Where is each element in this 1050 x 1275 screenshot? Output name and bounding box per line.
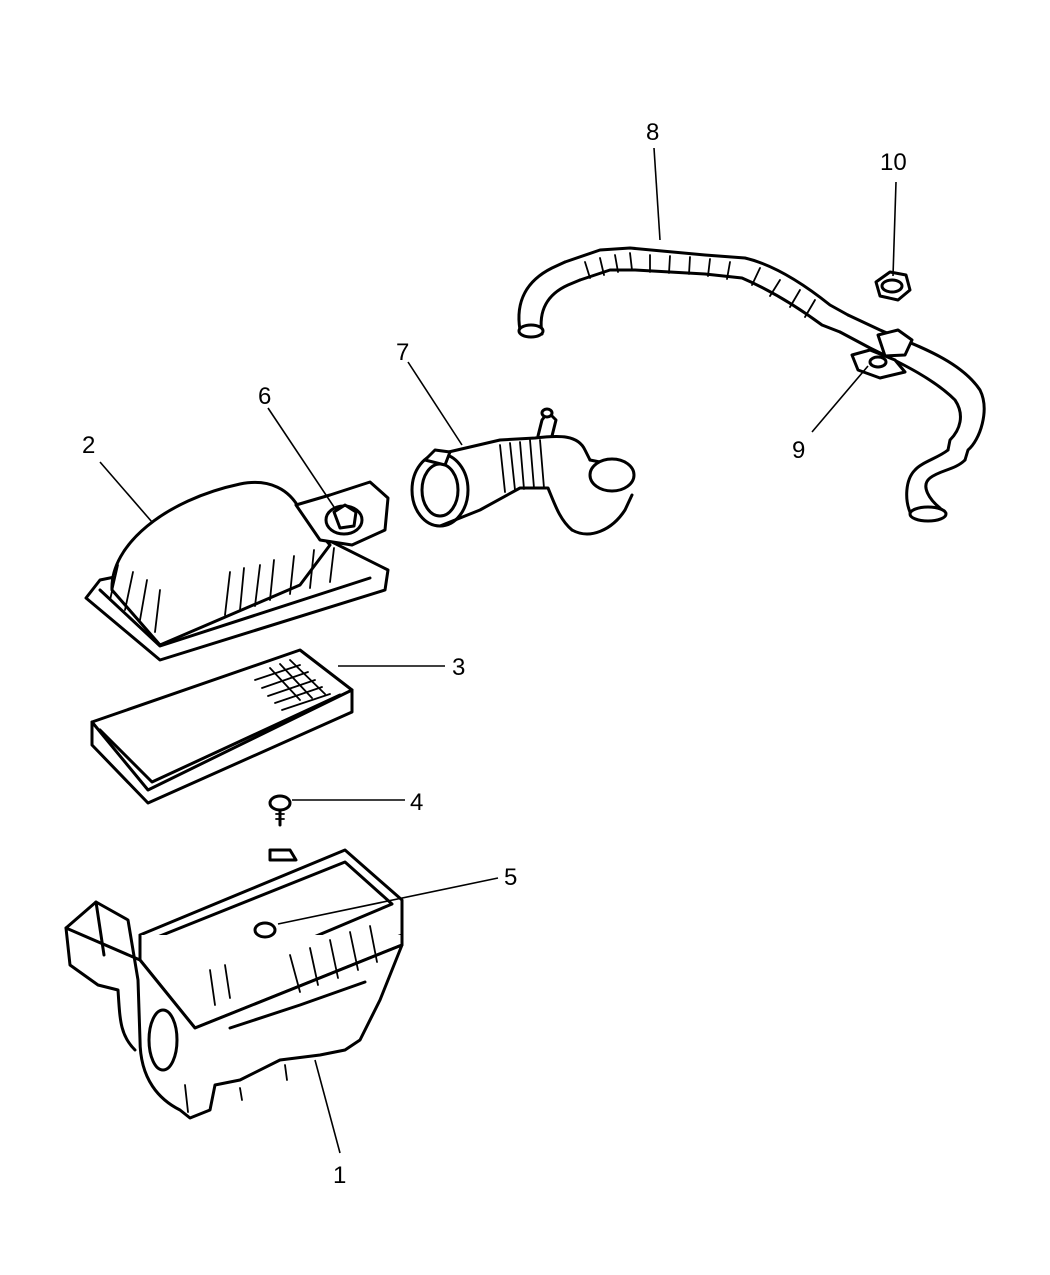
- air-cleaner-cover-part-2: [84, 480, 390, 662]
- hose-part-8: [517, 246, 986, 523]
- callout-8: 8: [646, 119, 659, 146]
- air-box-housing-part-1: [64, 848, 404, 1120]
- callout-10: 10: [880, 149, 907, 176]
- callout-5: 5: [504, 864, 517, 891]
- callout-3: 3: [452, 654, 465, 681]
- nut-part-10: [874, 270, 912, 302]
- callout-4: 4: [410, 789, 423, 816]
- leader-lines: [99, 147, 897, 1154]
- screw-part-4: [268, 794, 292, 827]
- intake-duct-part-7: [410, 407, 636, 536]
- callout-1: 1: [333, 1162, 346, 1189]
- callout-2: 2: [82, 432, 95, 459]
- callout-7: 7: [396, 339, 409, 366]
- callout-9: 9: [792, 437, 805, 464]
- callout-6: 6: [258, 383, 271, 410]
- air-filter-part-3: [90, 648, 354, 805]
- clamp-part-9: [850, 348, 907, 380]
